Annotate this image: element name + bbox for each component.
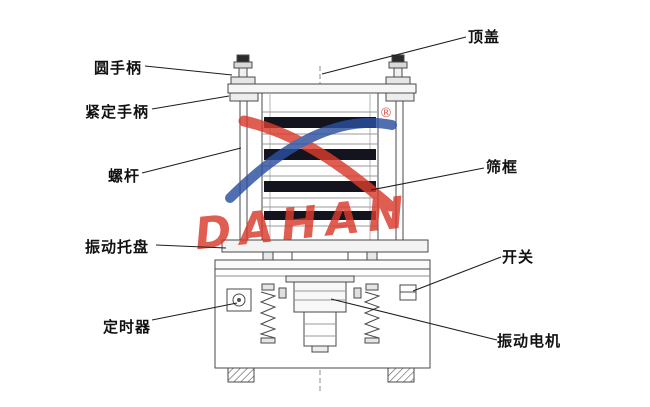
switch-box (399, 284, 417, 301)
right-clamp-bracket (385, 92, 415, 102)
label-round-handle: 圆手柄 (94, 59, 143, 77)
timer-box (226, 288, 252, 312)
watermark-red-ribbon (238, 115, 396, 212)
watermark-blue-ribbon (225, 117, 397, 203)
label-screw-rod: 螺杆 (108, 167, 141, 185)
right-round-handle (385, 54, 411, 85)
sieve-band (264, 211, 376, 220)
leader-switch (412, 256, 502, 292)
leader-sieve-frame (370, 167, 485, 191)
left-spring (259, 283, 277, 344)
sieve-band (264, 181, 376, 192)
label-top-cover: 顶盖 (468, 28, 501, 46)
leader-round-handle (144, 65, 233, 76)
right-foot (387, 367, 415, 383)
label-timer: 定时器 (103, 318, 152, 336)
tray-center-mount (291, 251, 349, 261)
base-top-plate (214, 259, 431, 270)
leader-timer (151, 302, 238, 321)
sieve-band (264, 117, 376, 128)
left-clamp-bracket (229, 92, 259, 102)
label-sieve-frame: 筛框 (486, 158, 519, 176)
tray-right-connector (366, 251, 378, 261)
leader-vibration-tray (155, 244, 227, 249)
leader-vibration-motor (330, 298, 498, 341)
registered-mark: ® (380, 106, 393, 121)
sieve-stack (261, 92, 379, 241)
top-cover-plate (227, 83, 417, 94)
leader-lines (141, 36, 502, 341)
leader-top-cover (321, 36, 467, 75)
left-foot (227, 367, 255, 383)
vibration-motor-assembly (278, 275, 362, 353)
label-tightening-handle: 紧定手柄 (85, 103, 150, 121)
right-spring (363, 283, 381, 344)
left-round-handle (230, 54, 256, 85)
label-vibration-motor: 振动电机 (497, 332, 562, 350)
label-switch: 开关 (502, 248, 535, 266)
leader-screw-rod (141, 147, 242, 174)
label-vibration-tray: 振动托盘 (85, 238, 150, 256)
leader-tightening-handle (151, 95, 230, 110)
